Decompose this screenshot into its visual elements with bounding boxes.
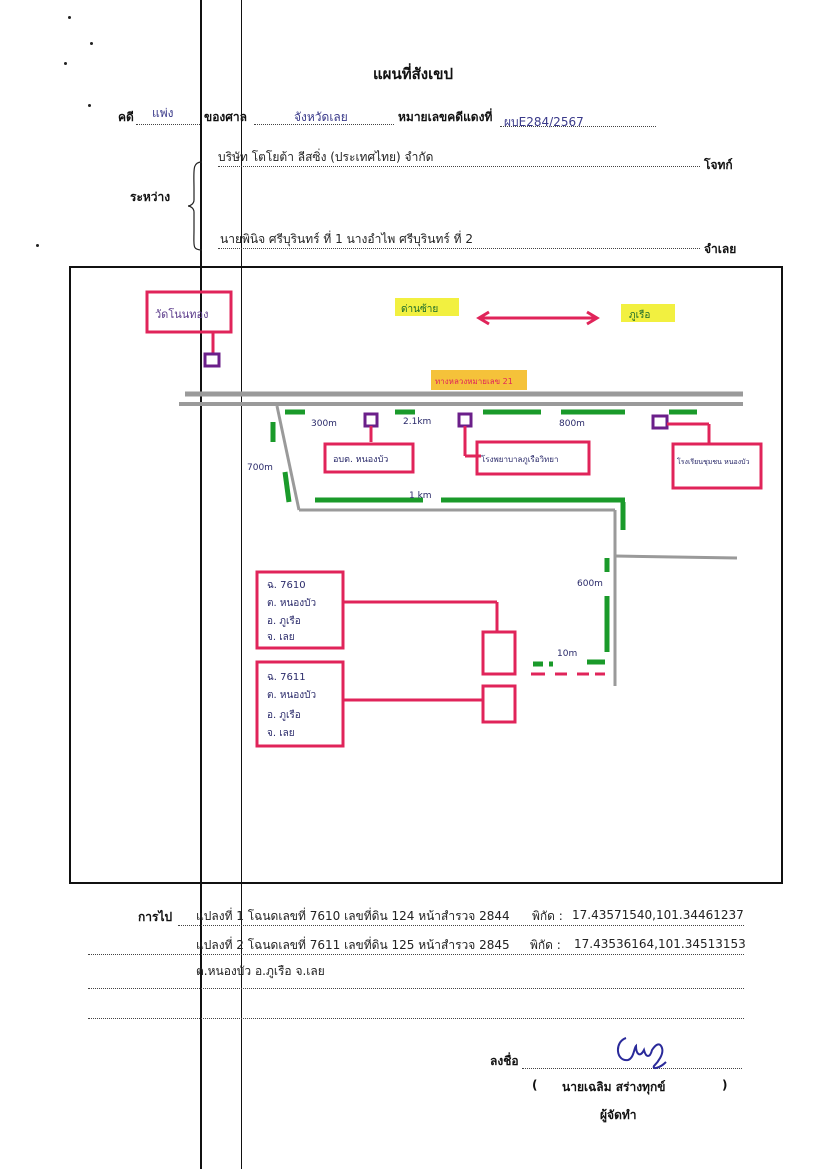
plot1-line-3: อ. ภูเรือ — [267, 615, 301, 627]
side-road-branch — [614, 554, 738, 560]
route-line-2: แปลงที่ 2 โฉนดเลขที่ 7611 เลขที่ดิน 125 … — [196, 938, 510, 952]
plot1-line-2: ต. หนองบัว — [267, 598, 316, 609]
sign-label: ลงชื่อ — [490, 1054, 519, 1068]
plot2-line-2: ต. หนองบัว — [267, 690, 316, 701]
red-case-number: ผบE284/2567 — [504, 115, 584, 129]
route-dots-4 — [88, 1018, 744, 1019]
distance-label-800m: 800m — [559, 419, 585, 429]
case-label: คดี — [118, 110, 134, 124]
scan-speck — [88, 104, 91, 107]
signature-mark — [617, 1037, 667, 1070]
school-right-box — [671, 442, 763, 490]
between-brace — [187, 161, 203, 251]
plot2-line-3: อ. ภูเรือ — [267, 709, 301, 721]
signer-open-paren: ( — [532, 1078, 538, 1092]
scan-speck — [36, 244, 39, 247]
direction-right-label: ภูเรือ — [629, 309, 650, 321]
plot1-line-4: จ. เลย — [267, 632, 295, 643]
sketch-map-frame — [69, 266, 783, 884]
distance-label-10m: 10m — [557, 649, 577, 659]
between-label: ระหว่าง — [130, 190, 171, 204]
school-pin-icon — [363, 412, 379, 428]
signer-role: ผู้จัดทำ — [600, 1108, 637, 1122]
direction-right-highlight — [621, 304, 675, 322]
scan-speck — [64, 62, 67, 65]
temple-pin-icon — [203, 352, 221, 368]
scan-line-left — [200, 0, 202, 1169]
plaintiff-name: บริษัท โตโยต้า ลีสซิ่ง (ประเทศไทย) จำกัด — [218, 150, 434, 164]
route-dots-2 — [88, 954, 744, 955]
distance-label-300m: 300m — [311, 419, 337, 429]
school-label: อบต. หนองบัว — [333, 455, 388, 465]
court-dots — [254, 124, 394, 125]
school-right-pin-icon — [651, 414, 669, 430]
defendant-role: จำเลย — [704, 242, 737, 256]
distance-label-700m: 700m — [247, 463, 273, 473]
defendant-name: นายพินิจ ศรีบุรินทร์ ที่ 1 นางอำไพ ศรีบุ… — [220, 232, 473, 246]
school-right-label: โรงเรียนชุมชน หนองบัว — [677, 457, 750, 466]
plot2-box — [255, 660, 345, 748]
route-line-3: ต.หนองบัว อ.ภูเรือ จ.เลย — [196, 964, 325, 978]
signer-name: นายเฉลิม สร่างทุกข์ — [562, 1080, 666, 1094]
hospital-pin-icon — [457, 412, 473, 428]
sign-dots — [522, 1068, 742, 1069]
plot1-box — [255, 570, 345, 650]
plot1-line-1: ฉ. 7610 — [267, 580, 306, 591]
highway-label: ทางหลวงหมายเลข 21 — [435, 377, 513, 386]
red-case-label: หมายเลขคดีแดงที่ — [398, 110, 493, 124]
direction-left-highlight — [395, 298, 459, 316]
plot2-line-4: จ. เลย — [267, 728, 295, 739]
defendant-dots — [218, 248, 700, 249]
coord2-label: พิกัด : — [530, 938, 561, 952]
highway-highlight — [431, 370, 527, 390]
distance-label-1km: 1 km — [409, 491, 432, 501]
plaintiff-dots — [218, 166, 700, 167]
sketch-map: วัดโนนทอง ด่านซ้าย ภูเรือ ทางหลวงหมายเลข… — [145, 290, 763, 748]
route-dots-3 — [88, 988, 744, 989]
coord1-value: 17.43571540,101.34461237 — [572, 908, 744, 922]
red-case-dots — [500, 126, 656, 127]
distance-label-600m: 600m — [577, 579, 603, 589]
goto-label: การไป — [138, 910, 173, 924]
distance-label-21km: 2.1km — [403, 417, 431, 427]
hospital-label: โรงพยาบาลภูเรือวิทยา — [481, 454, 558, 465]
route-line-1: แปลงที่ 1 โฉนดเลขที่ 7610 เลขที่ดิน 124 … — [196, 909, 510, 923]
route-dots-1 — [178, 925, 744, 926]
coord1-label: พิกัด : — [532, 909, 563, 923]
plot2-parcel — [481, 684, 517, 724]
distance-dashes — [270, 409, 697, 667]
side-road-left — [275, 405, 301, 511]
scan-line-right — [241, 0, 242, 1169]
school-box — [323, 442, 415, 474]
plaintiff-role: โจทก์ — [704, 158, 733, 172]
scan-speck — [68, 16, 71, 19]
hospital-box — [475, 440, 591, 476]
case-type: แพ่ง — [152, 106, 174, 120]
page-title: แผนที่สังเขป — [373, 65, 453, 83]
direction-left-label: ด่านซ้าย — [401, 303, 438, 315]
coord2-value: 17.43536164,101.34513153 — [574, 937, 746, 951]
case-dots — [136, 124, 200, 125]
scan-speck — [90, 42, 93, 45]
plot1-parcel — [481, 630, 517, 676]
temple-label: วัดโนนทอง — [155, 307, 209, 321]
plot2-line-1: ฉ. 7611 — [267, 672, 306, 683]
temple-box — [145, 290, 233, 334]
court-label: ของศาล — [204, 110, 247, 124]
court-name: จังหวัดเลย — [294, 110, 348, 124]
signer-close-paren: ) — [722, 1078, 728, 1092]
